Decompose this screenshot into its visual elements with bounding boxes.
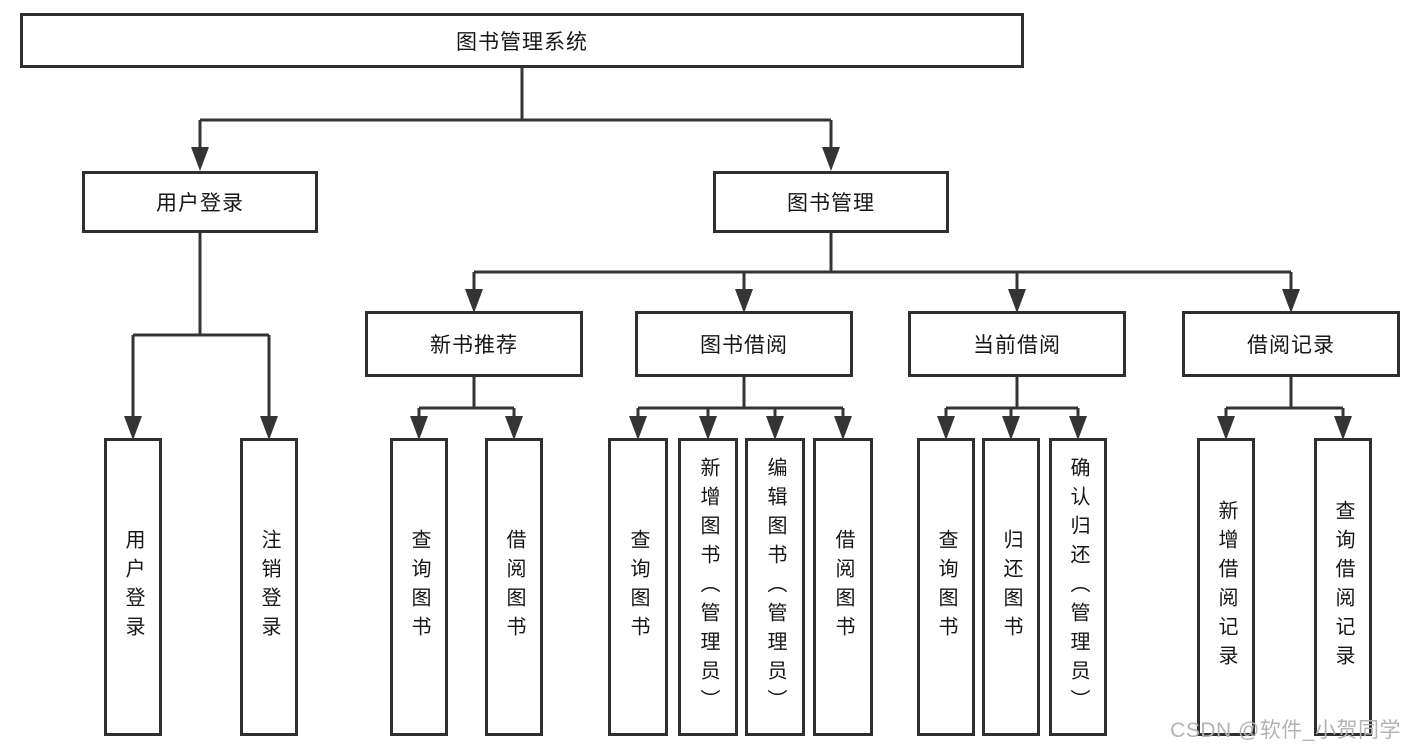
leaf-user-login-label: 用户登录 — [122, 529, 144, 645]
leaf-logout: 注销登录 — [240, 438, 298, 736]
leaf-borrow-books-borrowing: 借阅图书 — [813, 438, 873, 736]
leaf-query-borrow-record-label: 查询借阅记录 — [1332, 500, 1354, 674]
node-borrowing-records: 借阅记录 — [1182, 311, 1400, 377]
node-library-management-system: 图书管理系统 — [20, 13, 1024, 68]
arrowhead-icons — [124, 147, 1352, 440]
leaf-confirm-return-admin: 确认归还（管理员） — [1049, 438, 1107, 736]
leaf-add-books-admin: 新增图书（管理员） — [678, 438, 738, 736]
leaf-query-books-borrowing: 查询图书 — [608, 438, 668, 736]
node-new-book-recommend: 新书推荐 — [365, 311, 583, 377]
csdn-watermark: CSDN @软件_小贺同学 — [1170, 719, 1401, 742]
node-book-management: 图书管理 — [713, 171, 949, 233]
leaf-add-borrow-record: 新增借阅记录 — [1197, 438, 1255, 736]
node-user-login: 用户登录 — [82, 171, 318, 233]
node-book-borrowing: 图书借阅 — [635, 311, 853, 377]
leaf-confirm-return-admin-label: 确认归还（管理员） — [1067, 456, 1089, 718]
leaf-return-books: 归还图书 — [982, 438, 1040, 736]
leaf-query-books-recommend: 查询图书 — [390, 438, 448, 736]
leaf-logout-label: 注销登录 — [258, 529, 280, 645]
leaf-borrow-books-recommend: 借阅图书 — [485, 438, 543, 736]
node-current-borrowing: 当前借阅 — [908, 311, 1126, 377]
leaf-query-books-recommend-label: 查询图书 — [408, 529, 430, 645]
leaf-add-books-admin-label: 新增图书（管理员） — [697, 456, 719, 718]
leaf-user-login: 用户登录 — [104, 438, 162, 736]
leaf-query-borrow-record: 查询借阅记录 — [1314, 438, 1372, 736]
leaf-query-books-borrowing-label: 查询图书 — [627, 529, 649, 645]
leaf-add-borrow-record-label: 新增借阅记录 — [1215, 500, 1237, 674]
leaf-return-books-label: 归还图书 — [1000, 529, 1022, 645]
leaf-edit-books-admin-label: 编辑图书（管理员） — [764, 456, 786, 718]
leaf-borrow-books-recommend-label: 借阅图书 — [503, 529, 525, 645]
leaf-edit-books-admin: 编辑图书（管理员） — [745, 438, 805, 736]
leaf-query-books-current: 查询图书 — [917, 438, 975, 736]
leaf-borrow-books-borrowing-label: 借阅图书 — [832, 529, 854, 645]
leaf-query-books-current-label: 查询图书 — [935, 529, 957, 645]
